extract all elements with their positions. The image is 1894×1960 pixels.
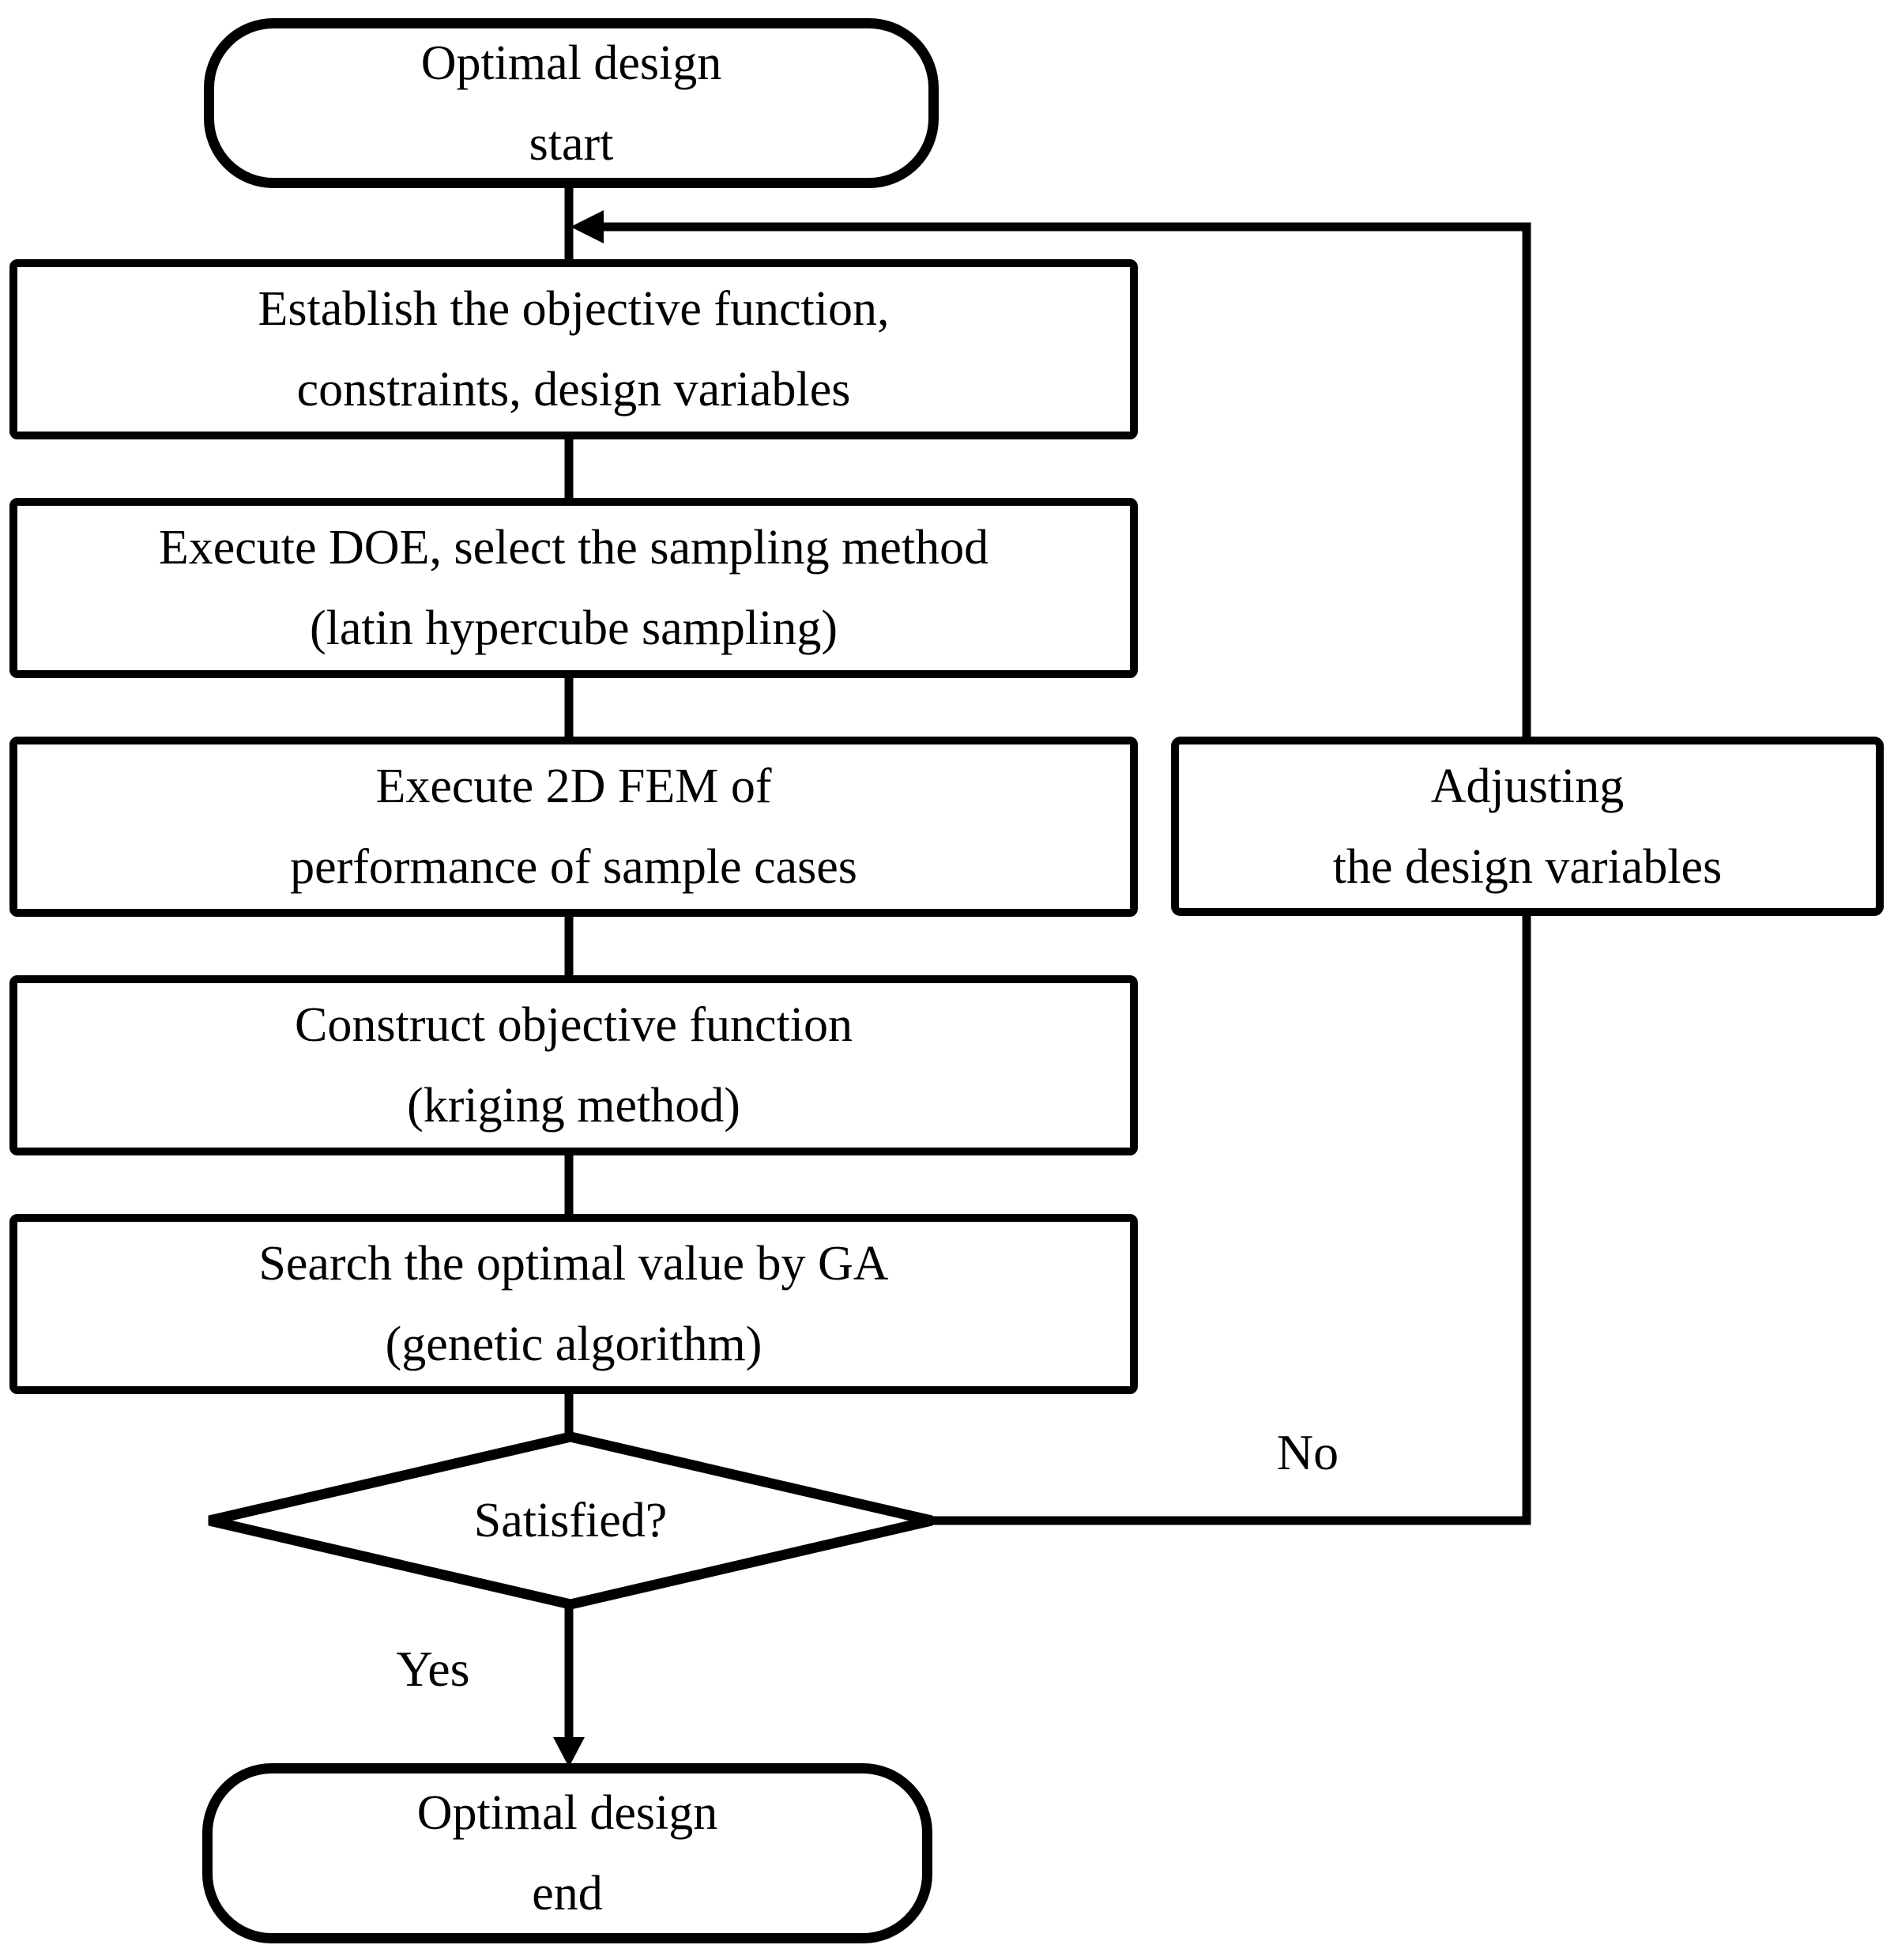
arrowhead-down-to-end-icon — [553, 1737, 585, 1767]
node-kriging-line1: Construct objective function — [295, 998, 853, 1052]
node-start: Optimal design start — [204, 18, 939, 188]
node-start-line1: Optimal design — [420, 36, 722, 90]
node-adjust-line2: the design variables — [1332, 839, 1723, 894]
node-establish-objective: Establish the objective function, constr… — [9, 259, 1138, 439]
node-establish-line2: constraints, design variables — [296, 363, 851, 416]
node-execute-doe: Execute DOE, select the sampling method … — [9, 498, 1138, 678]
arrowhead-left-to-junction-icon — [570, 210, 604, 243]
node-doe-line2: (latin hypercube sampling) — [309, 601, 838, 655]
node-end-line2: end — [532, 1867, 603, 1920]
node-ga-line2: (genetic algorithm) — [385, 1317, 762, 1371]
node-fem-line1: Execute 2D FEM of — [375, 760, 772, 813]
node-adjust-variables: Adjusting the design variables — [1171, 737, 1884, 916]
node-end: Optimal design end — [202, 1763, 932, 1943]
node-construct-kriging: Construct objective function (kriging me… — [9, 975, 1138, 1155]
node-search-ga: Search the optimal value by GA (genetic … — [9, 1214, 1138, 1394]
node-ga-line1: Search the optimal value by GA — [258, 1237, 889, 1291]
node-end-line1: Optimal design — [416, 1786, 718, 1840]
node-decision-satisfied: Satisfied? — [333, 1479, 808, 1562]
decision-diamond-shape — [208, 1431, 933, 1610]
node-adjust-line1: Adjusting — [1430, 759, 1625, 813]
node-kriging-line2: (kriging method) — [407, 1079, 740, 1133]
edge-label-yes: Yes — [396, 1641, 470, 1697]
node-execute-fem: Execute 2D FEM of performance of sample … — [9, 737, 1138, 917]
edge-label-no: No — [1276, 1424, 1339, 1480]
node-establish-line1: Establish the objective function, — [258, 282, 890, 336]
decision-label: Satisfied? — [473, 1493, 668, 1547]
node-doe-line1: Execute DOE, select the sampling method — [158, 521, 989, 575]
node-fem-line2: performance of sample cases — [290, 840, 857, 894]
node-start-line2: start — [529, 116, 614, 171]
